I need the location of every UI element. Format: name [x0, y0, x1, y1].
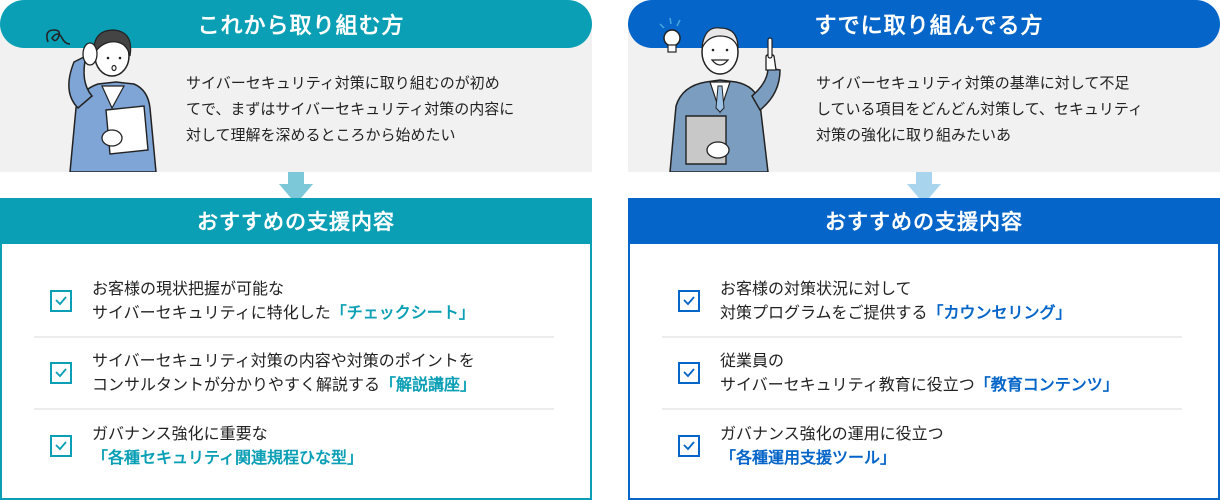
item-highlight: 「チェックシート」: [330, 303, 475, 322]
experienced-intro-panel: すでに取り組んでる方: [628, 0, 1220, 173]
list-item-text: ガバナンス強化に重要な 「各種セキュリティ関連規程ひな型」: [92, 422, 363, 470]
item-line: お客様の対策状況に対して: [720, 279, 912, 298]
list-item-text: 従業員の サイバーセキュリティ教育に役立つ「教育コンテンツ」: [720, 349, 1119, 397]
beginner-intro-text: サイバーセキュリティ対策に取り組むのが初め てで、まずはサイバーセキュリティ対策…: [186, 70, 566, 148]
checkbox-checked-icon: [50, 290, 72, 312]
experienced-recommend-banner: おすすめの支援内容: [628, 198, 1220, 244]
item-line: ガバナンス強化の運用に役立つ: [720, 424, 944, 443]
beginner-header-title: これから取り組む方: [197, 14, 405, 39]
beginner-column: これから取り組む方: [0, 0, 592, 500]
list-item: ガバナンス強化に重要な 「各種セキュリティ関連規程ひな型」: [34, 410, 554, 482]
item-line: 対策プログラムをご提供する「カウンセリング」: [720, 301, 1072, 325]
list-item-text: サイバーセキュリティ対策の内容や対策のポイントを コンサルタントが分かりやすく解…: [92, 349, 476, 397]
beginner-recommend-list-box: お客様の現状把握が可能な サイバーセキュリティに特化した「チェックシート」 サイ…: [0, 244, 592, 500]
recommend-banner-title: おすすめの支援内容: [197, 210, 395, 234]
item-line-text: サイバーセキュリティ教育に役立つ: [720, 375, 975, 394]
intro-line: 対して理解を深めるところから始めたい: [186, 126, 456, 144]
experienced-intro-text: サイバーセキュリティ対策の基準に対して不足 している項目をどんどん対策して、セキ…: [816, 70, 1196, 148]
list-item: サイバーセキュリティ対策の内容や対策のポイントを コンサルタントが分かりやすく解…: [34, 338, 554, 410]
checkbox-checked-icon: [678, 435, 700, 457]
worried-businesswoman-icon: [40, 12, 170, 173]
intro-line: している項目をどんどん対策して、セキュリティ: [816, 100, 1144, 118]
beginner-intro-panel: これから取り組む方: [0, 0, 592, 173]
intro-line: サイバーセキュリティ対策に取り組むのが初め: [186, 74, 500, 92]
item-line: サイバーセキュリティに特化した「チェックシート」: [92, 301, 475, 325]
intro-line: てで、まずはサイバーセキュリティ対策の内容に: [186, 100, 515, 118]
item-highlight: 「教育コンテンツ」: [974, 375, 1119, 394]
intro-line: 対策の強化に取り組みたいあ: [816, 126, 1012, 144]
intro-line: サイバーセキュリティ対策の基準に対して不足: [816, 74, 1130, 92]
list-item-text: お客様の対策状況に対して 対策プログラムをご提供する「カウンセリング」: [720, 277, 1072, 325]
experienced-column: すでに取り組んでる方: [628, 0, 1220, 500]
item-line: 「各種セキュリティ関連規程ひな型」: [92, 446, 363, 470]
item-highlight: 「各種運用支援ツール」: [720, 448, 897, 467]
checkbox-checked-icon: [678, 290, 700, 312]
list-item: 従業員の サイバーセキュリティ教育に役立つ「教育コンテンツ」: [662, 338, 1182, 410]
list-item: ガバナンス強化の運用に役立つ 「各種運用支援ツール」: [662, 410, 1182, 482]
list-item: お客様の現状把握が可能な サイバーセキュリティに特化した「チェックシート」: [34, 266, 554, 338]
item-line: コンサルタントが分かりやすく解説する「解説講座」: [92, 373, 476, 397]
item-line: サイバーセキュリティ対策の内容や対策のポイントを: [92, 351, 475, 370]
item-highlight: 「解説講座」: [380, 375, 477, 394]
item-line: ガバナンス強化に重要な: [92, 424, 268, 443]
checkbox-checked-icon: [50, 435, 72, 457]
beginner-recommend-list: お客様の現状把握が可能な サイバーセキュリティに特化した「チェックシート」 サイ…: [34, 266, 554, 482]
recommend-banner-title: おすすめの支援内容: [825, 210, 1023, 234]
down-arrow-icon: [279, 172, 313, 204]
list-item-text: お客様の現状把握が可能な サイバーセキュリティに特化した「チェックシート」: [92, 277, 475, 325]
item-line: 従業員の: [720, 351, 785, 370]
item-highlight: 「各種セキュリティ関連規程ひな型」: [92, 448, 364, 467]
item-line-text: 対策プログラムをご提供する: [720, 303, 928, 322]
experienced-header-title: すでに取り組んでる方: [814, 14, 1044, 39]
item-highlight: 「カウンセリング」: [927, 303, 1072, 322]
experienced-recommend-list-box: お客様の対策状況に対して 対策プログラムをご提供する「カウンセリング」 従業員の…: [628, 244, 1220, 500]
list-item: お客様の対策状況に対して 対策プログラムをご提供する「カウンセリング」: [662, 266, 1182, 338]
beginner-recommend-banner: おすすめの支援内容: [0, 198, 592, 244]
down-arrow-icon: [907, 172, 941, 204]
item-line-text: サイバーセキュリティに特化した: [92, 303, 331, 322]
experienced-recommend-list: お客様の対策状況に対して 対策プログラムをご提供する「カウンセリング」 従業員の…: [662, 266, 1182, 482]
confident-businessman-lightbulb-icon: [656, 12, 786, 173]
experienced-header: すでに取り組んでる方: [628, 0, 1220, 48]
item-line: 「各種運用支援ツール」: [720, 446, 944, 470]
item-line: サイバーセキュリティ教育に役立つ「教育コンテンツ」: [720, 373, 1119, 397]
checkbox-checked-icon: [50, 362, 72, 384]
item-line-text: コンサルタントが分かりやすく解説する: [92, 375, 381, 394]
checkbox-checked-icon: [678, 362, 700, 384]
item-line: お客様の現状把握が可能な: [92, 279, 285, 298]
list-item-text: ガバナンス強化の運用に役立つ 「各種運用支援ツール」: [720, 422, 944, 470]
